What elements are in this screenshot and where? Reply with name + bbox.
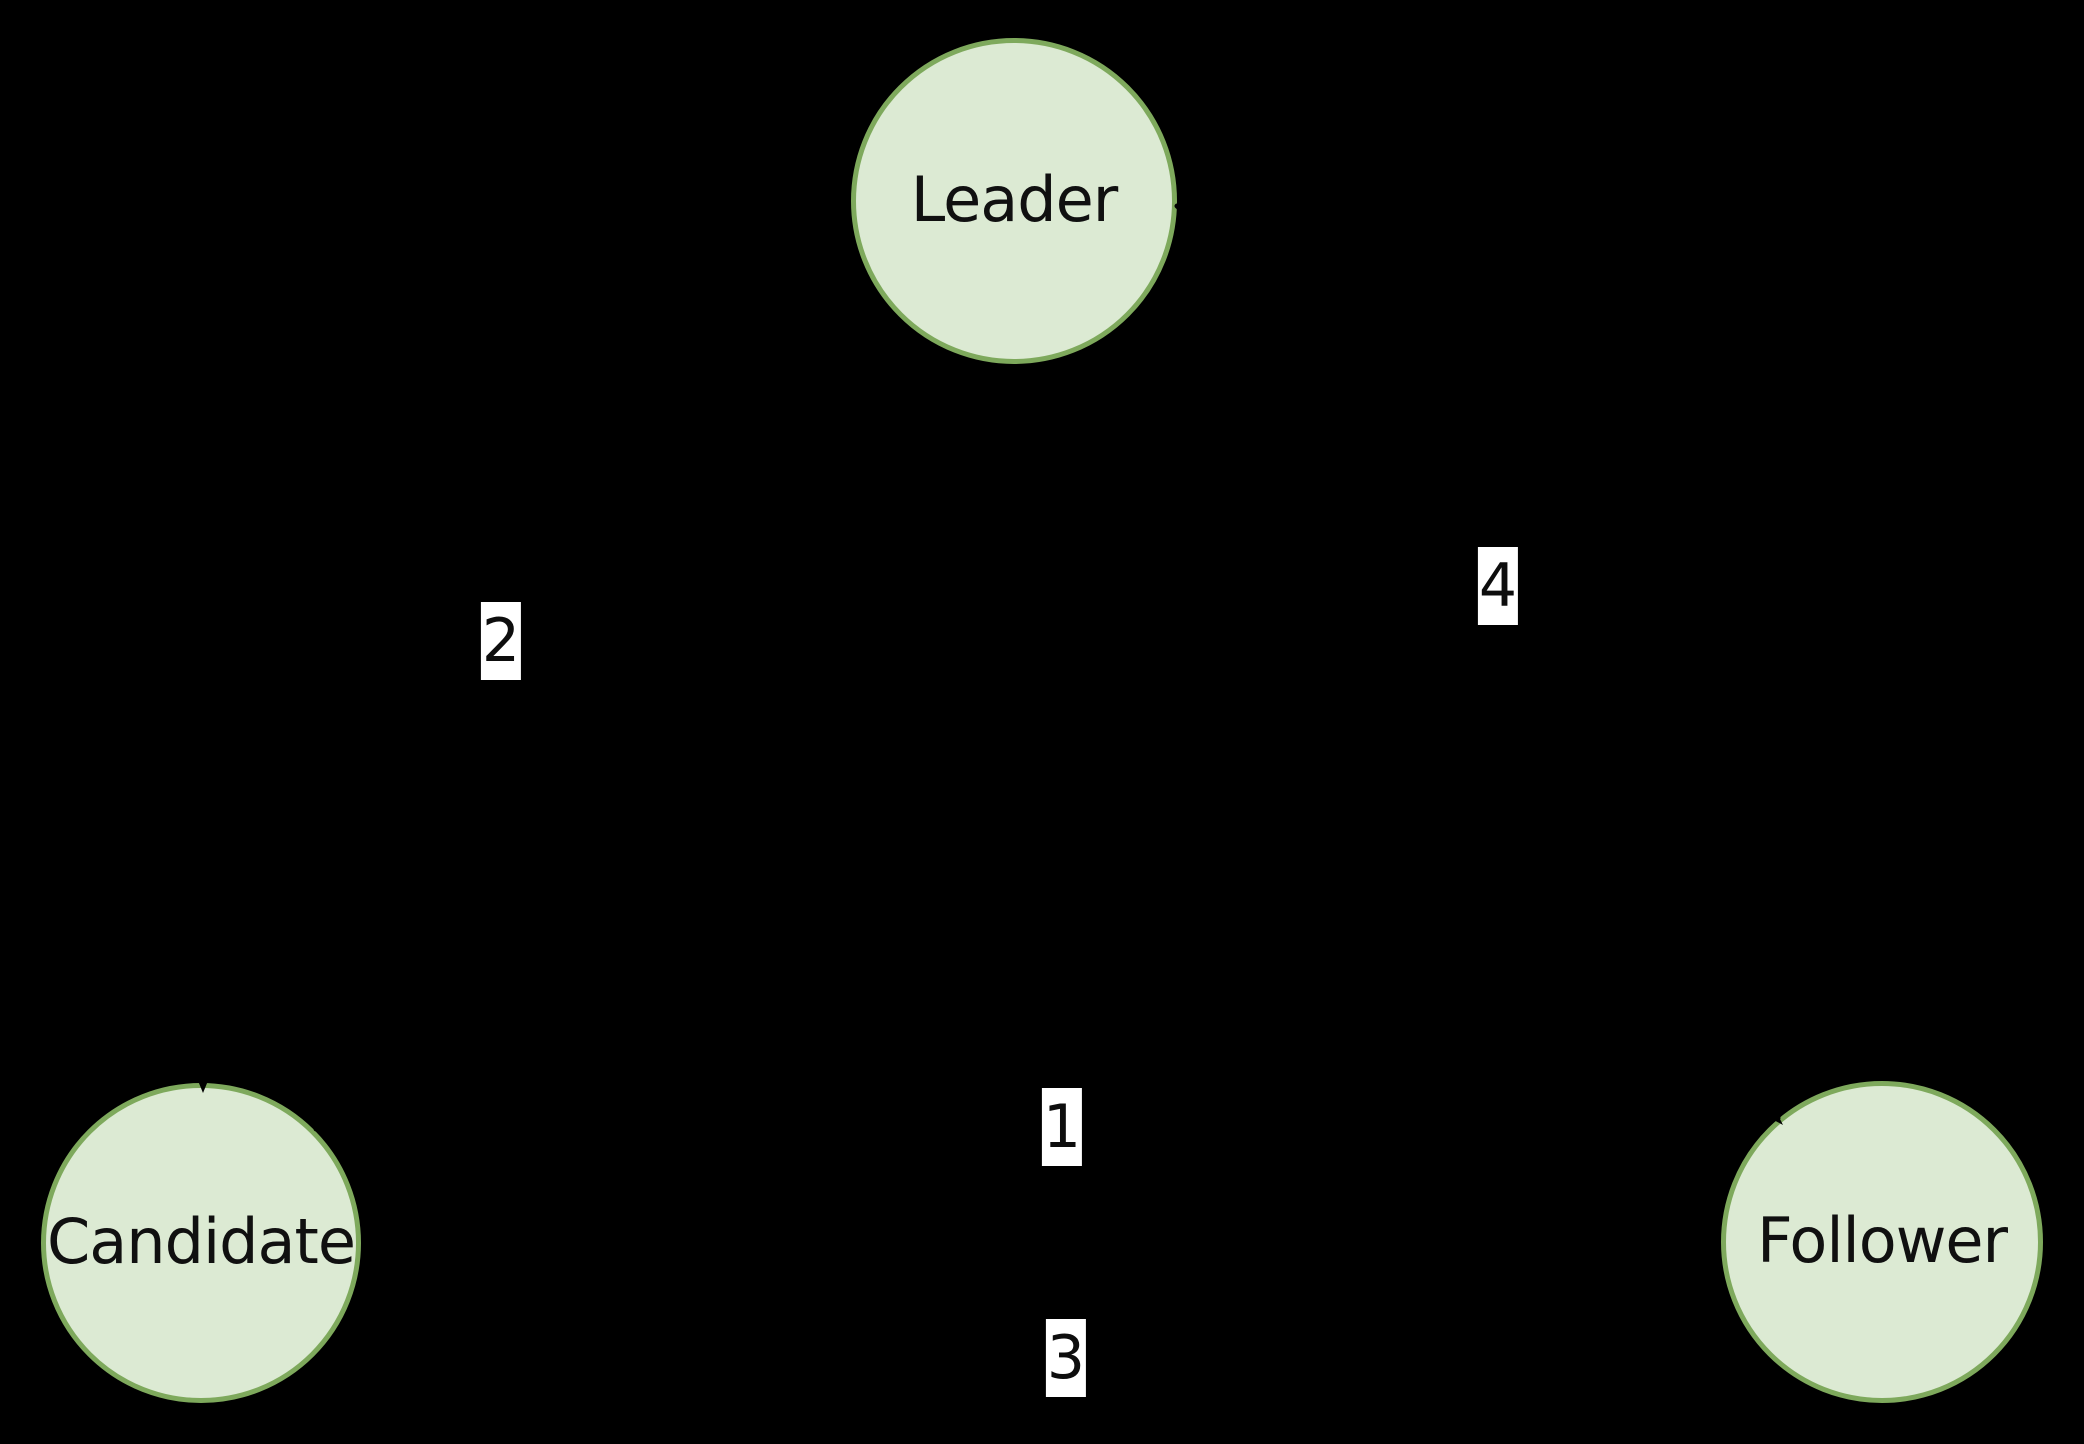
edge-label-2: 2 xyxy=(480,602,522,680)
node-follower-label: Follower xyxy=(1756,1203,2008,1277)
edge-label-3: 3 xyxy=(1045,1319,1087,1397)
node-leader-label: Leader xyxy=(910,162,1119,236)
node-candidate: Candidate xyxy=(41,1083,361,1403)
edge-leader-to-follower-line xyxy=(1174,203,1781,1121)
node-follower: Follower xyxy=(1721,1081,2043,1403)
edge-candidate-to-leader-line xyxy=(313,337,909,1132)
edge-candidate-to-leader-arrowhead-icon xyxy=(890,336,912,358)
node-candidate-label: Candidate xyxy=(47,1204,356,1278)
edge-label-1: 1 xyxy=(1041,1088,1083,1166)
node-leader: Leader xyxy=(851,38,1177,364)
edge-label-4: 4 xyxy=(1477,547,1519,625)
